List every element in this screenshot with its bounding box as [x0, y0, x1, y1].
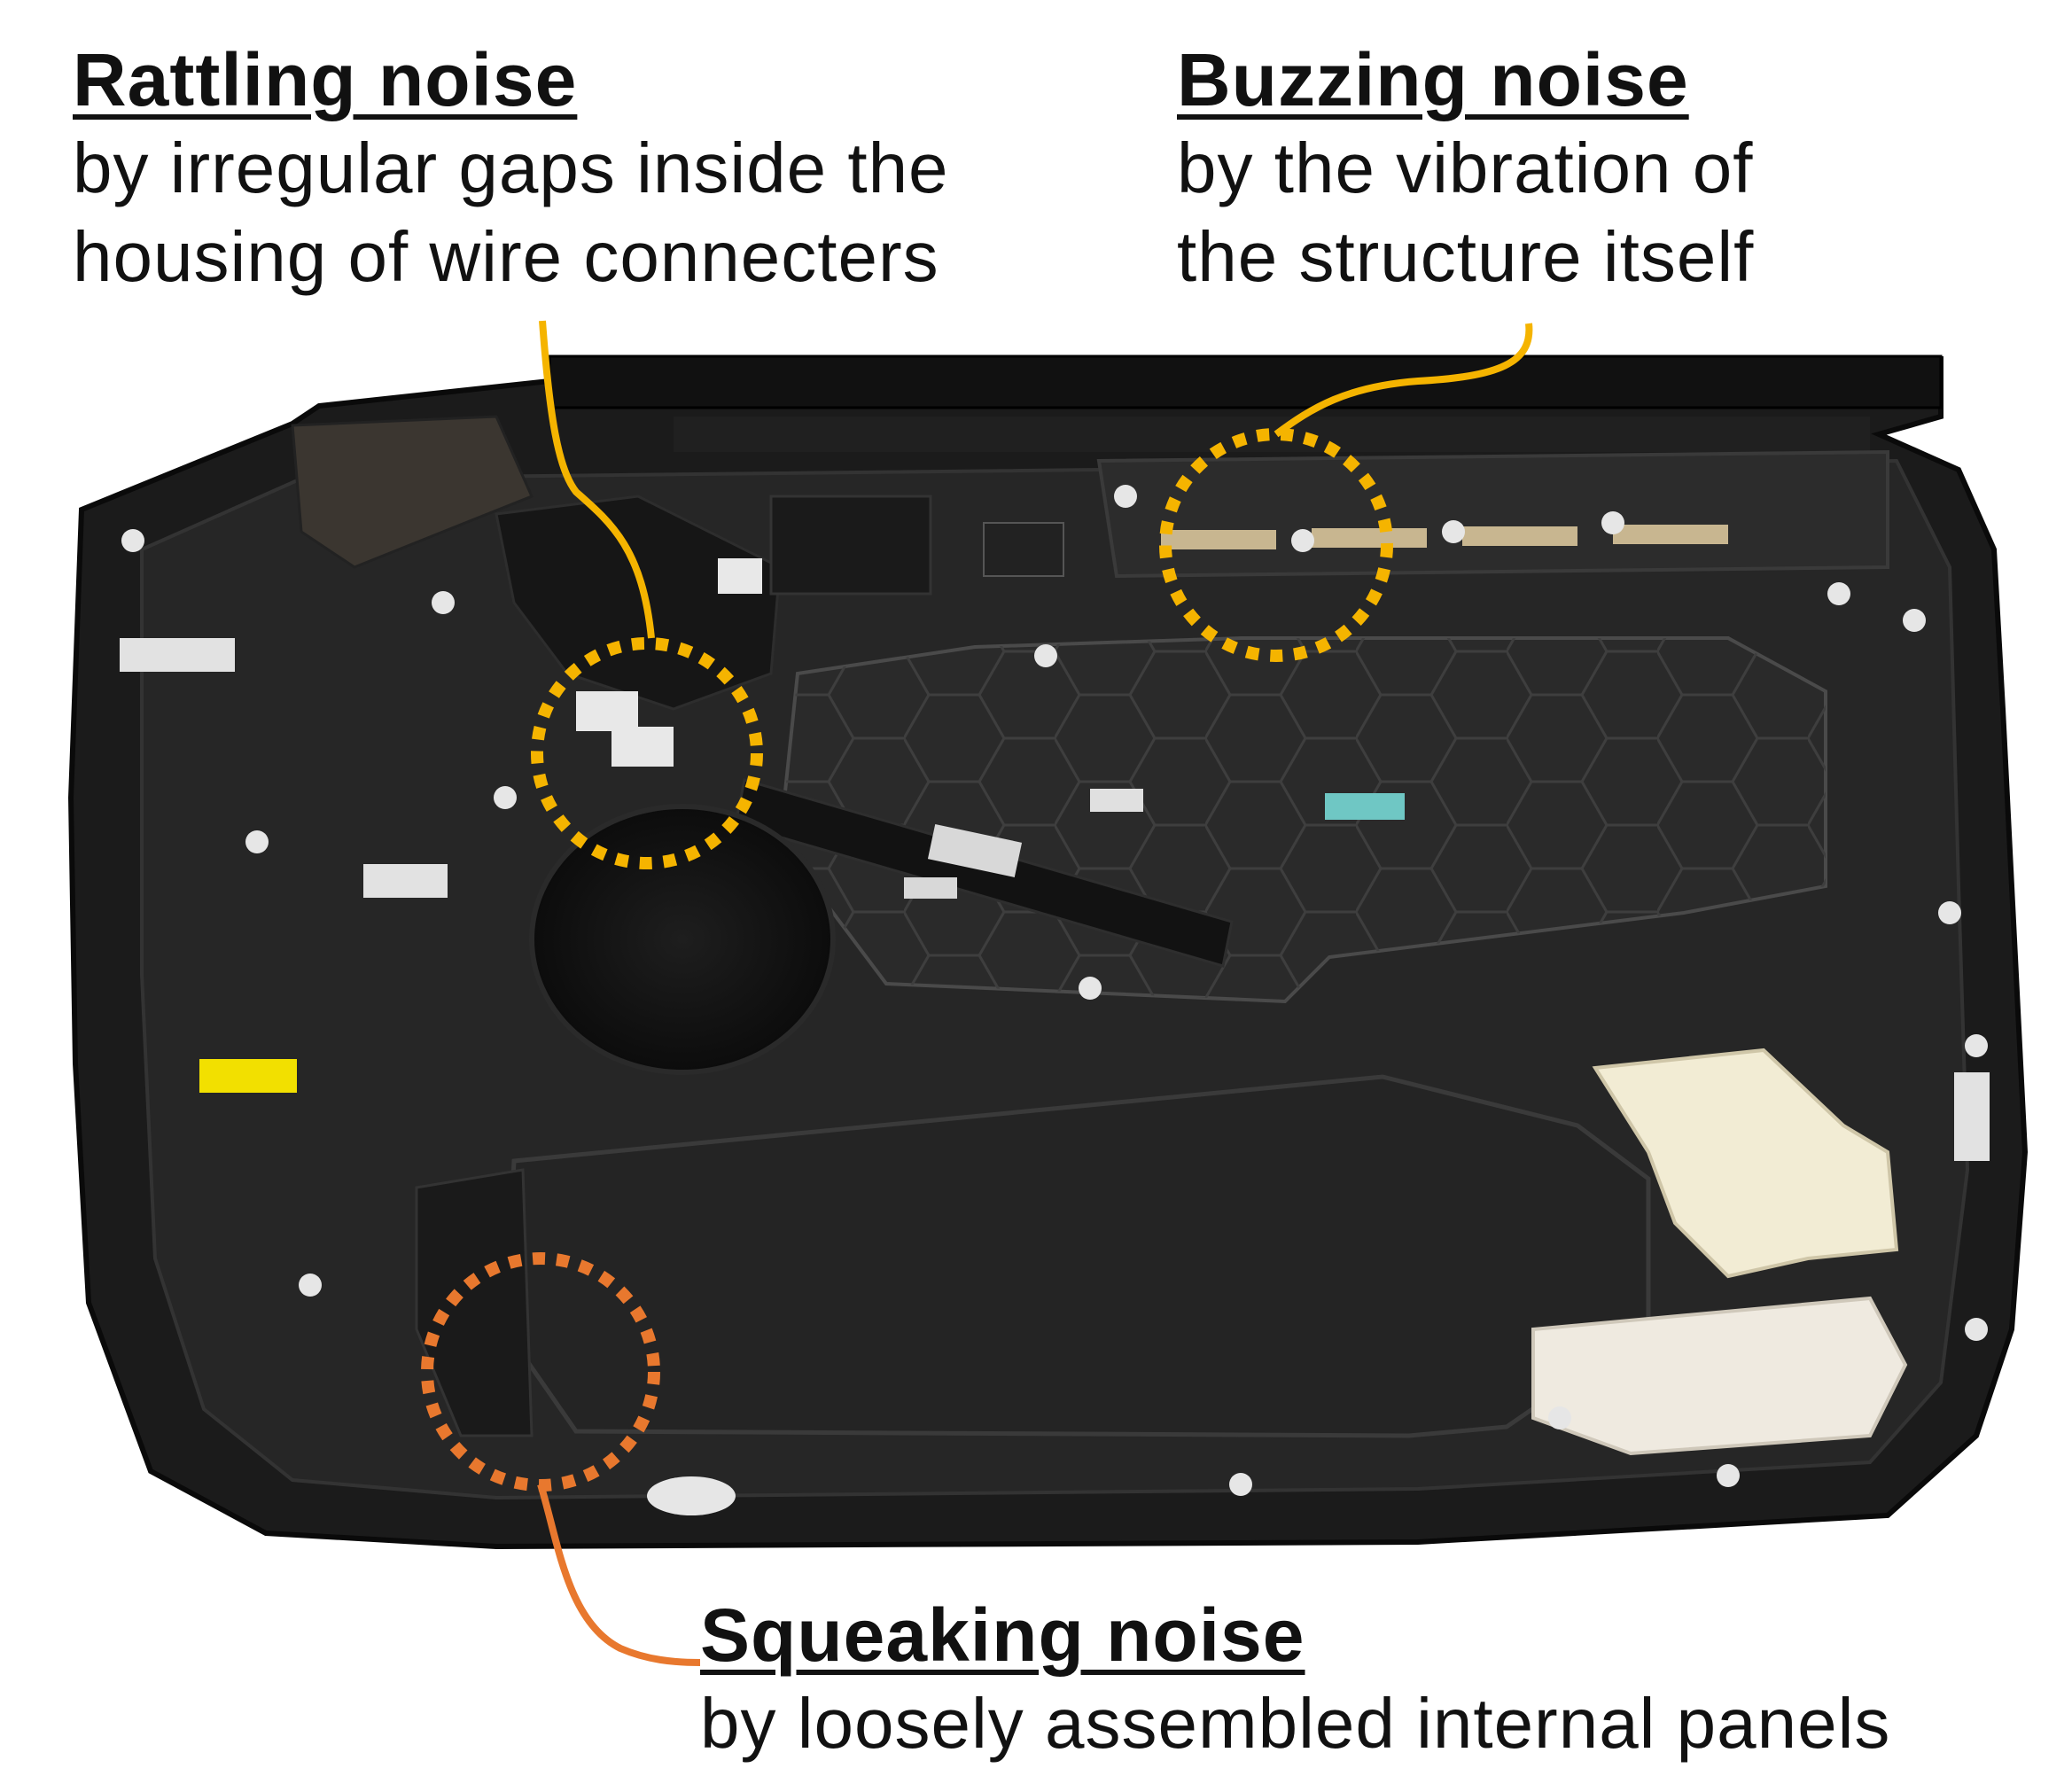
speaker: [529, 804, 836, 1075]
rattling-noise-annotation: Rattling noise by irregular gaps inside …: [73, 35, 949, 301]
squeaking-noise-desc-line1: by loosely assembled internal panels: [700, 1684, 1891, 1763]
buzzing-noise-title: Buzzing noise: [1177, 38, 1689, 121]
squeaking-highlight-circle: [421, 1252, 660, 1492]
buzzing-noise-desc-line2: the structure itself: [1177, 217, 1755, 296]
window-rail: [548, 354, 1943, 409]
rattling-noise-desc-line2: housing of wire connecters: [73, 217, 939, 296]
buzzing-leader-line: [1274, 323, 1533, 438]
buzzing-noise-annotation: Buzzing noise by the vibration of the st…: [1177, 35, 1754, 301]
rattling-leader-line: [539, 320, 655, 639]
buzzing-highlight-circle: [1159, 428, 1393, 662]
squeaking-noise-annotation: Squeaking noise by loosely assembled int…: [700, 1591, 1890, 1768]
squeaking-leader-line: [537, 1483, 701, 1666]
rattling-noise-title: Rattling noise: [73, 38, 578, 121]
squeaking-noise-title: Squeaking noise: [700, 1593, 1305, 1677]
rattling-highlight-circle: [531, 637, 763, 869]
latch-housing: [1592, 1048, 1899, 1279]
rattling-noise-desc-line1: by irregular gaps inside the: [73, 129, 949, 207]
buzzing-noise-desc-line1: by the vibration of: [1177, 129, 1754, 207]
